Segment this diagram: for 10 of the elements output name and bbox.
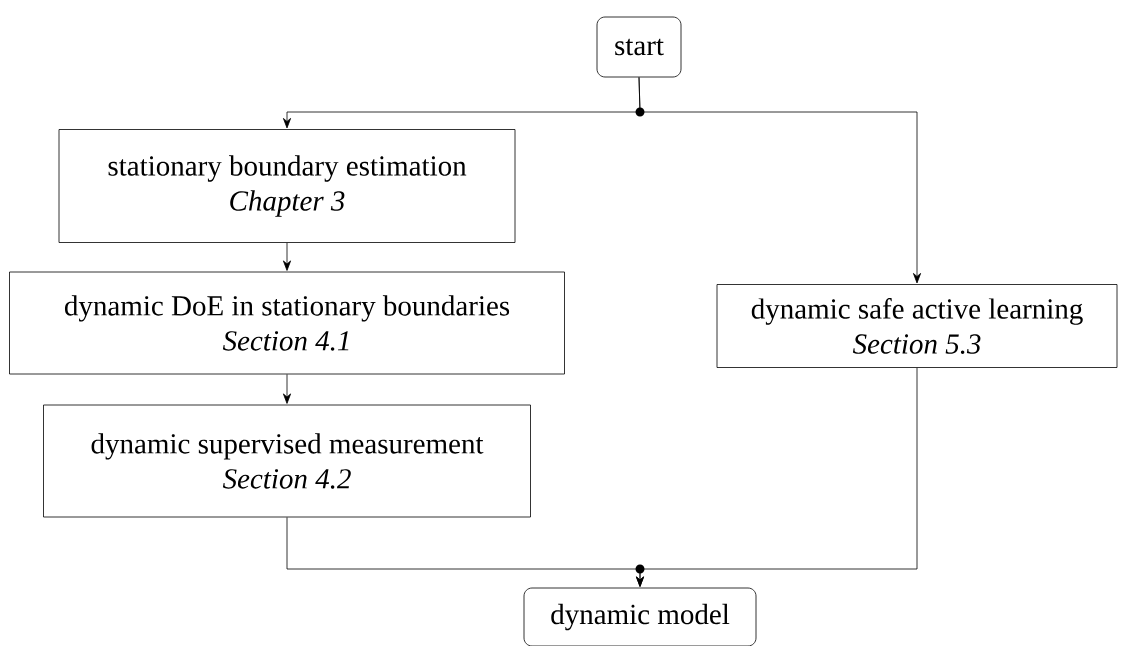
arrow xyxy=(636,367,918,587)
arrow xyxy=(283,242,291,271)
process-box: dynamic DoE in stationary boundaries Section 4.1 xyxy=(9,271,565,375)
arrow xyxy=(638,77,921,284)
process-box: dynamic supervised measurement Section 4.2 xyxy=(43,404,531,518)
arrow xyxy=(283,374,291,404)
terminal-box: dynamic model xyxy=(523,587,757,646)
process-box: dynamic safe active learning Section 5.3 xyxy=(716,284,1118,368)
terminal-box: start xyxy=(596,16,682,78)
process-box: stationary boundary estimation Chapter 3 xyxy=(58,129,516,243)
